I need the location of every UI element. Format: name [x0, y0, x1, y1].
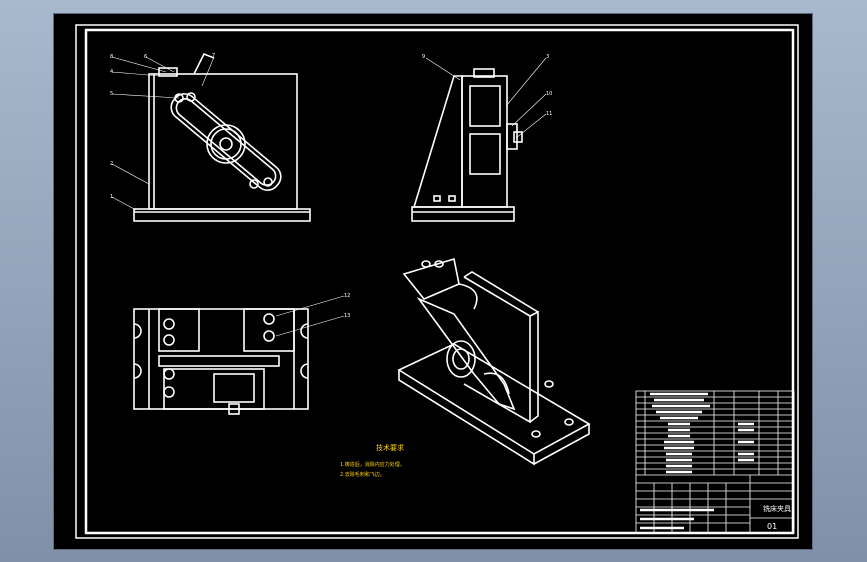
- side-view-leaders: [425, 57, 547, 139]
- title-block-text: 铣床夹具 01: [763, 504, 791, 531]
- part-label: 9: [422, 54, 425, 60]
- part-label: 2: [110, 161, 113, 167]
- cad-viewport[interactable]: 8 6 4 5 2 1 7 9 3 10 11: [54, 14, 812, 549]
- part-label: 4: [110, 69, 113, 75]
- drawing-canvas: 8 6 4 5 2 1 7 9 3 10 11: [75, 24, 799, 539]
- side-view: [411, 68, 523, 222]
- front-view: [133, 52, 311, 222]
- part-label: 11: [546, 111, 552, 117]
- part-label: 5: [110, 91, 113, 97]
- drawing-name: 铣床夹具: [763, 504, 791, 513]
- part-label: 8: [110, 54, 113, 60]
- outer-border: [75, 24, 799, 539]
- parts-list-fill: [640, 392, 754, 530]
- technical-requirements: 技术要求 1.铸造后，消除内应力处理。 2.去除毛刺和飞边。: [340, 443, 405, 478]
- part-label: 12: [344, 293, 350, 299]
- part-label: 1: [110, 194, 113, 200]
- top-view-labels: 12 13: [344, 293, 350, 319]
- part-label: 3: [546, 54, 549, 60]
- tech-req-line1: 1.铸造后，消除内应力处理。: [340, 461, 405, 468]
- tech-req-line2: 2.去除毛刺和飞边。: [340, 471, 385, 478]
- parts-list: [635, 390, 795, 534]
- top-view-leaders: [275, 295, 345, 337]
- part-label: 13: [344, 313, 350, 319]
- inner-border: [84, 28, 795, 535]
- front-view-labels: 8 6 4 5 2 1 7: [110, 53, 215, 200]
- part-label: 10: [546, 91, 552, 97]
- side-view-labels: 9 3 10 11: [422, 54, 552, 117]
- drawing-number: 01: [767, 522, 777, 531]
- front-view-leaders: [111, 56, 215, 211]
- top-view: [133, 308, 309, 415]
- isometric-view: [397, 257, 591, 466]
- part-label: 6: [144, 54, 147, 60]
- tech-req-title: 技术要求: [376, 443, 404, 452]
- part-label: 7: [212, 53, 215, 59]
